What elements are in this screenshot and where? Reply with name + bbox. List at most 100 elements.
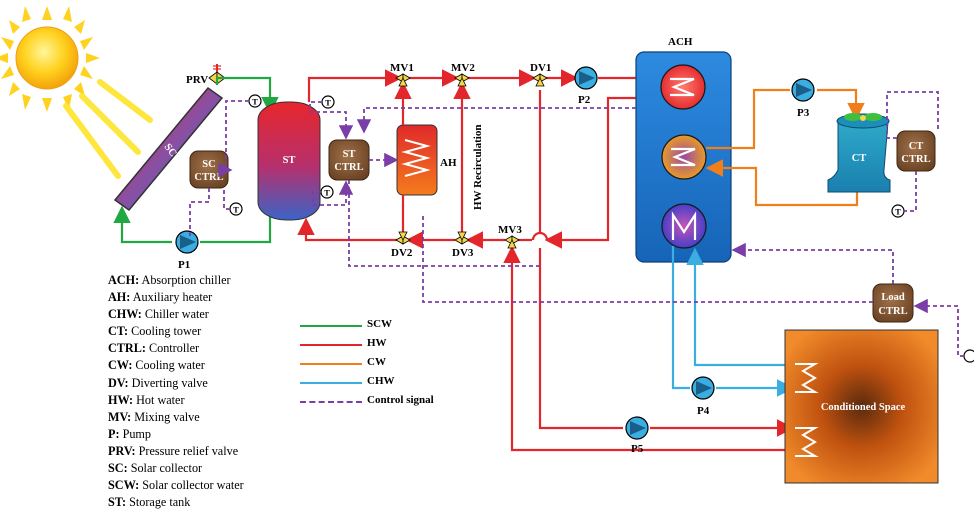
legend-abbreviation-term: DV:: [108, 375, 129, 390]
legend-abbreviation-term: SCW:: [108, 478, 140, 493]
legend-abbreviation-item: PRV: Pressure relief valve: [108, 443, 244, 460]
pump-p4: P4: [691, 376, 715, 417]
solar-collector: SC: [113, 86, 224, 212]
legend-abbreviation-definition: Cooling tower: [128, 324, 202, 339]
temp-sensor: T: [320, 185, 334, 199]
pump-p2: P2: [574, 66, 598, 106]
svg-text:CTRL: CTRL: [878, 306, 907, 317]
legend-abbreviation-term: ST:: [108, 495, 127, 510]
svg-text:ACH: ACH: [668, 36, 693, 48]
line-legend-item: Control signal: [300, 394, 470, 413]
svg-text:P5: P5: [631, 443, 644, 455]
diverting-valve-dv3: DV3: [452, 231, 474, 259]
sun-rays: [63, 79, 153, 179]
legend-abbreviation-item: CTRL: Controller: [108, 340, 244, 357]
hw-recirculation-label: HW Recirculation: [472, 125, 484, 210]
legend-abbreviation-definition: Cooling water: [132, 358, 205, 373]
svg-text:P4: P4: [697, 405, 710, 417]
svg-text:AH: AH: [440, 157, 457, 169]
legend-abbreviation-item: DV: Diverting valve: [108, 375, 244, 392]
svg-text:CTRL: CTRL: [334, 162, 363, 173]
cw-lines: [705, 88, 865, 207]
legend-abbreviation-item: CHW: Chiller water: [108, 306, 244, 323]
legend-abbreviation-item: ACH: Absorption chiller: [108, 272, 244, 289]
legend-abbreviation-definition: Controller: [145, 341, 200, 356]
sc-controller: SC CTRL: [189, 150, 229, 189]
legend-abbreviation-term: CTRL:: [108, 341, 146, 356]
svg-text:T: T: [233, 205, 239, 215]
line-legend-swatch: [300, 344, 362, 346]
legend-abbreviation-item: P: Pump: [108, 426, 244, 443]
temp-sensor: T: [321, 95, 335, 109]
legend-abbreviation-definition: Pressure relief valve: [135, 443, 239, 458]
line-legend-swatch: [300, 363, 362, 365]
svg-text:DV1: DV1: [530, 62, 551, 74]
hw-lines: [297, 69, 795, 452]
line-legend-item: HW: [300, 337, 470, 356]
mixing-valve-mv1: MV1: [390, 62, 414, 87]
cooling-tower: CT: [827, 113, 891, 193]
storage-tank: ST: [257, 101, 321, 221]
legend-abbreviation-definition: Mixing valve: [131, 409, 200, 424]
temp-sensor: [963, 349, 974, 363]
line-legend-label: Control signal: [367, 394, 434, 406]
legend-abbreviation-definition: Hot water: [133, 392, 185, 407]
line-legend-label: SCW: [367, 318, 393, 330]
legend-abbreviation-item: ST: Storage tank: [108, 494, 244, 511]
svg-text:DV2: DV2: [391, 247, 413, 259]
sun-icon: [0, 6, 100, 112]
st-controller: ST CTRL: [328, 139, 370, 181]
line-legend-label: CW: [367, 356, 386, 368]
ct-controller: CT CTRL: [896, 130, 936, 172]
pump-p3: P3: [791, 78, 815, 119]
svg-text:T: T: [325, 98, 331, 108]
legend-abbreviation-item: HW: Hot water: [108, 392, 244, 409]
svg-text:MV3: MV3: [498, 224, 522, 236]
legend-abbreviation-definition: Absorption chiller: [139, 273, 231, 287]
svg-text:P3: P3: [797, 107, 810, 119]
legend-abbreviation-definition: Auxiliary heater: [130, 290, 213, 305]
svg-text:T: T: [252, 97, 258, 107]
svg-text:MV2: MV2: [451, 62, 475, 74]
legend-abbreviation-term: HW:: [108, 392, 134, 407]
legend-abbreviation-term: P:: [108, 426, 120, 441]
line-legend-swatch: [300, 325, 362, 327]
svg-text:ST: ST: [343, 149, 356, 160]
line-legend-label: HW: [367, 337, 387, 349]
legend-abbreviation-item: CT: Cooling tower: [108, 323, 244, 340]
legend-abbreviation-definition: Storage tank: [126, 495, 191, 510]
line-legend-item: CHW: [300, 375, 470, 394]
svg-text:PRV: PRV: [186, 74, 208, 86]
legend-abbreviation-term: AH:: [108, 290, 131, 305]
line-legend-item: CW: [300, 356, 470, 375]
svg-text:CT: CT: [852, 153, 867, 164]
legend-abbreviation-definition: Pump: [119, 426, 152, 441]
legend-abbreviation-definition: Diverting valve: [128, 375, 208, 390]
mixing-valve-mv2: MV2: [451, 62, 475, 87]
diverting-valve-dv1: DV1: [530, 62, 551, 87]
pump-p1: P1: [175, 230, 199, 271]
legend-abbreviation-term: PRV:: [108, 443, 136, 458]
svg-text:CTRL: CTRL: [194, 172, 223, 183]
load-controller: Load CTRL: [872, 283, 914, 323]
svg-text:CTRL: CTRL: [901, 154, 930, 165]
legend-abbreviation-item: CW: Cooling water: [108, 357, 244, 374]
pump-p5: P5: [625, 416, 649, 455]
legend-abbreviation-item: SCW: Solar collector water: [108, 477, 244, 494]
legend-abbreviation-term: CT:: [108, 324, 129, 339]
line-legend-label: CHW: [367, 375, 395, 387]
legend-abbreviation-term: CW:: [108, 358, 133, 373]
legend-abbreviation-definition: Solar collector water: [139, 478, 244, 493]
legend-abbreviation-term: CHW:: [108, 307, 142, 322]
pressure-relief-valve: PRV: [186, 64, 226, 86]
svg-text:P1: P1: [178, 259, 190, 271]
svg-text:P2: P2: [578, 94, 591, 106]
absorption-chiller: ACH: [635, 36, 732, 263]
scw-loop: [113, 76, 279, 244]
legend-abbreviation-item: AH: Auxiliary heater: [108, 289, 244, 306]
svg-text:CT: CT: [909, 141, 924, 152]
svg-text:ST: ST: [283, 155, 296, 166]
line-legend-item: SCW: [300, 318, 470, 337]
conditioned-space: Conditioned Space: [784, 329, 939, 484]
